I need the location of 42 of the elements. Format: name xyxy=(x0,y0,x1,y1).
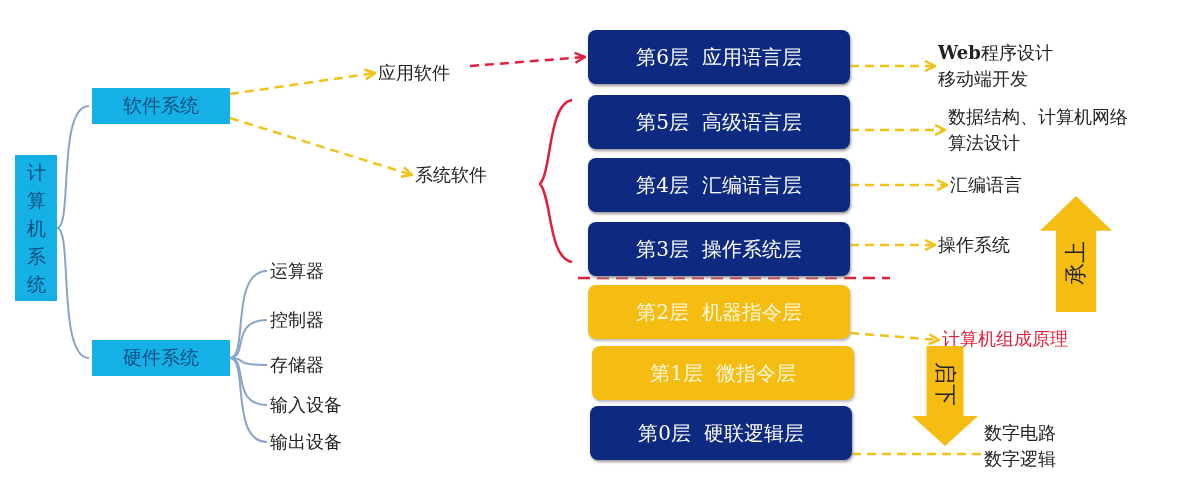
item-text: 数据结构、计算机网络 xyxy=(948,105,1129,129)
arrow-label: 承上 xyxy=(1062,241,1089,286)
item-text: 数字电路 xyxy=(984,421,1057,445)
item-text: 输入设备 xyxy=(270,393,343,417)
item-text: 输出设备 xyxy=(270,430,343,454)
category-box: 计算机系统 xyxy=(15,155,57,301)
layer-box: 第4层 汇编语言层 xyxy=(588,158,850,212)
arrow xyxy=(849,331,941,346)
layer-box: 第0层 硬联逻辑层 xyxy=(590,406,852,460)
item-text: 汇编语言 xyxy=(950,173,1023,197)
item-text: Web程序设计 xyxy=(938,41,1054,65)
item-text: 操作系统 xyxy=(938,233,1011,257)
connector-line xyxy=(852,452,981,456)
arrow xyxy=(850,59,937,73)
item-text: 算法设计 xyxy=(948,131,1021,155)
layer-box: 第6层 应用语言层 xyxy=(588,30,850,84)
arrow xyxy=(229,116,414,179)
connector-line xyxy=(229,357,268,406)
connector-line xyxy=(229,270,268,359)
layer-box: 第5层 高级语言层 xyxy=(588,95,850,149)
connector-line xyxy=(56,227,90,359)
category-box: 硬件系统 xyxy=(92,340,230,376)
connector-line xyxy=(229,357,268,443)
arrow xyxy=(850,178,949,192)
item-text: 系统软件 xyxy=(415,163,488,187)
item-text: 控制器 xyxy=(270,308,325,332)
layer-box: 第1层 微指令层 xyxy=(592,346,854,400)
category-box: 软件系统 xyxy=(92,88,230,124)
item-text: 数字逻辑 xyxy=(984,447,1057,471)
arrow-label: 启下 xyxy=(932,362,959,406)
item-text: 计算机组成原理 xyxy=(942,327,1069,351)
arrow xyxy=(229,68,377,96)
layer-box: 第3层 操作系统层 xyxy=(588,222,850,276)
connector-line xyxy=(56,105,90,229)
item-text: 应用软件 xyxy=(378,61,451,85)
item-text: 移动端开发 xyxy=(938,67,1029,91)
item-text: 存储器 xyxy=(270,353,325,377)
arrow xyxy=(850,123,947,137)
item-text: 运算器 xyxy=(270,259,325,283)
layer-box: 第2层 机器指令层 xyxy=(588,285,850,339)
arrow xyxy=(469,51,587,68)
arrow xyxy=(850,238,937,252)
